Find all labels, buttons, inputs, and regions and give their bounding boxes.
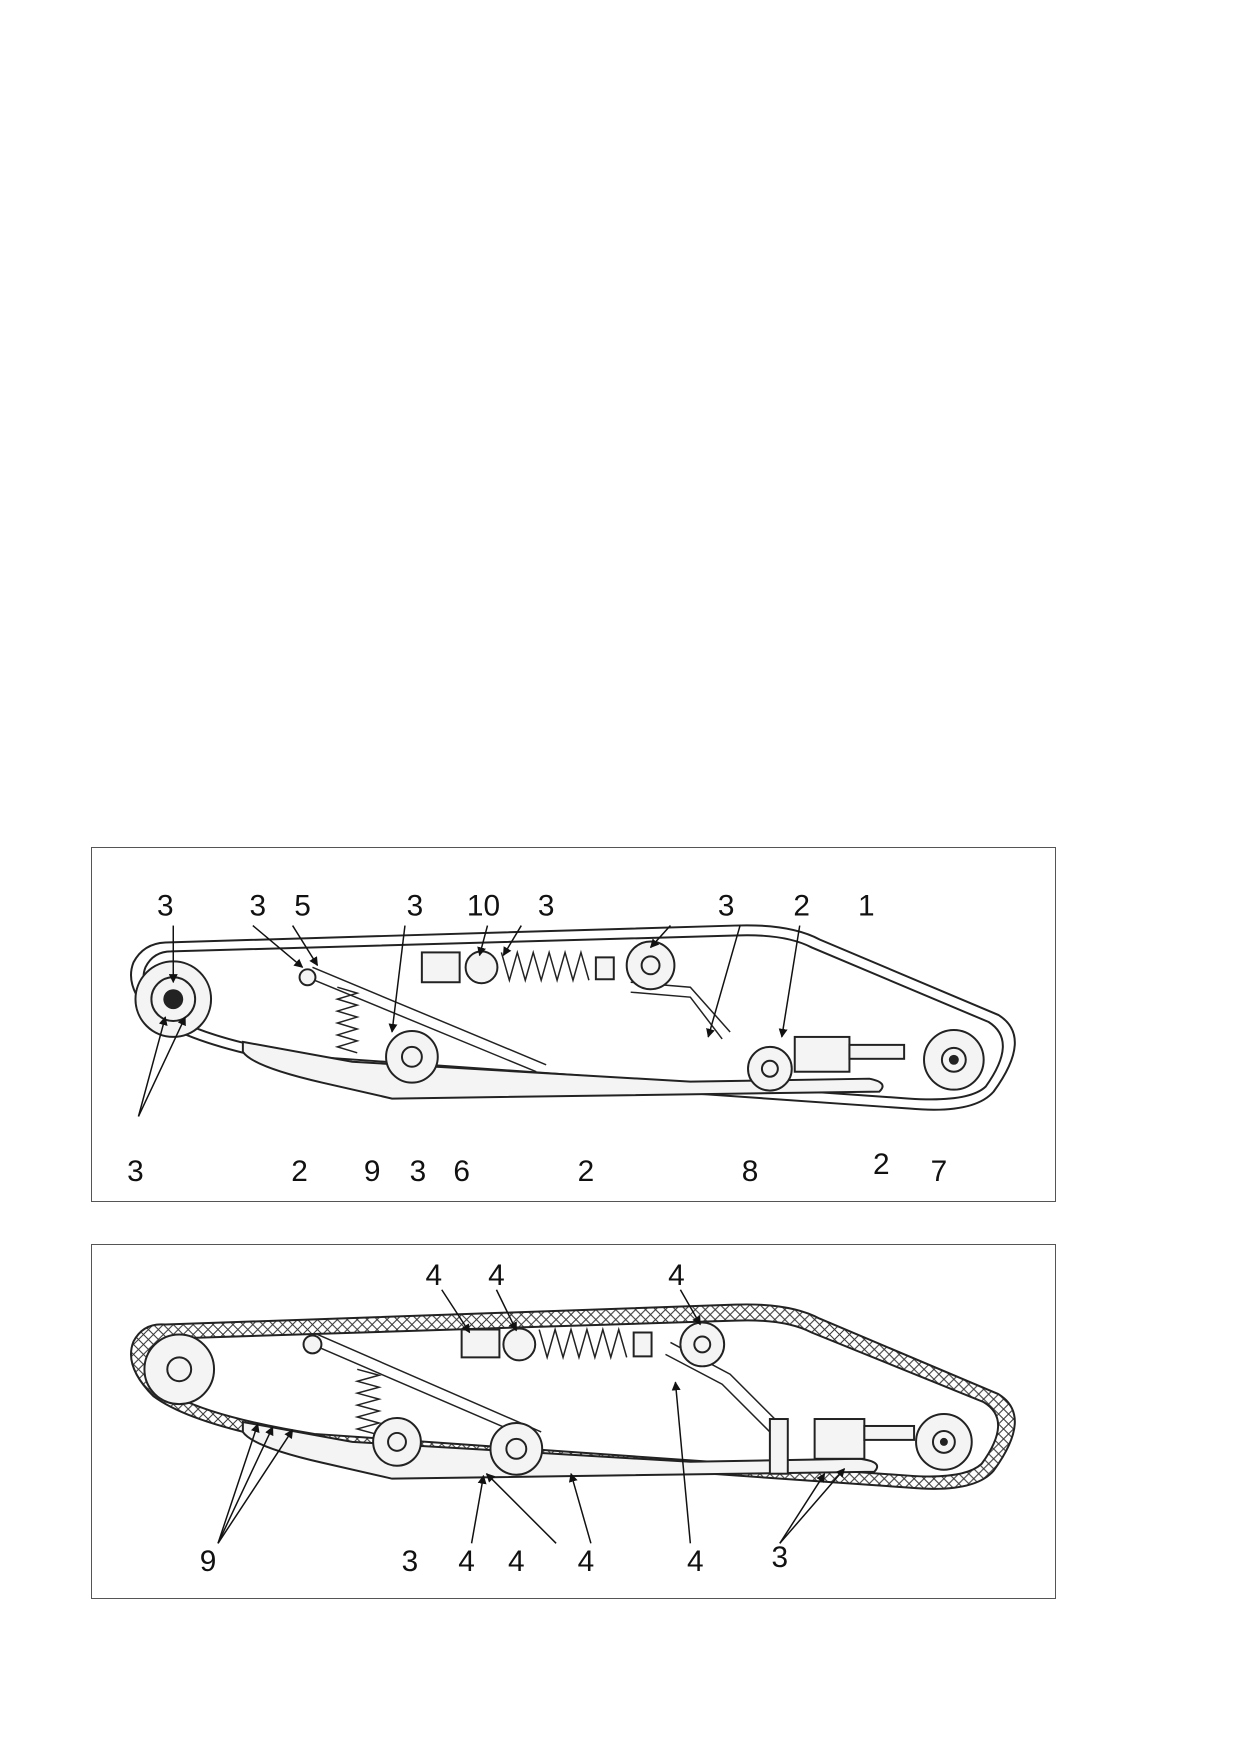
track-inner-outline [142, 934, 1004, 1101]
bogie-wheel-rear [372, 1417, 422, 1467]
bogie-wheel-front [747, 1045, 793, 1092]
bottom-callout-6: 4 [458, 1545, 475, 1578]
top-callout-11: 2 [291, 1155, 308, 1188]
bottom-callout-10: 3 [772, 1541, 789, 1574]
bottom-callout-1: 4 [425, 1259, 442, 1292]
bottom-callout-2: 4 [488, 1259, 505, 1292]
front-bracket [813, 1418, 866, 1460]
top-callout-2: 3 [249, 890, 266, 923]
top-callout-1: 3 [157, 890, 174, 923]
rear-arm-pivot [298, 968, 317, 987]
rear-shock-spring [354, 1368, 382, 1436]
front-idler-wheel [915, 1413, 973, 1471]
front-rod [848, 1043, 906, 1060]
top-callout-3: 5 [294, 890, 311, 923]
bottom-callout-8: 4 [578, 1545, 595, 1578]
top-leader-lines [137, 924, 801, 1117]
top-callout-16: 8 [742, 1155, 759, 1188]
bottom-leader-lines [217, 1289, 846, 1544]
top-callout-5: 10 [467, 890, 500, 923]
rear-idler-wheel [143, 1333, 216, 1406]
rear-arm-pivot [302, 1334, 323, 1355]
top-callout-6: 3 [538, 890, 555, 923]
top-callout-15: 2 [578, 1155, 595, 1188]
bottom-callout-3: 4 [668, 1259, 685, 1292]
rear-arm [302, 966, 547, 1073]
top-callout-12: 9 [364, 1155, 381, 1188]
bottom-diagram-svg: 4 4 4 9 3 4 4 4 4 3 [130, 1259, 1016, 1578]
front-shock [420, 949, 615, 985]
top-callout-14: 6 [453, 1155, 470, 1188]
bottom-callout-5: 3 [402, 1545, 419, 1578]
top-callout-7: 3 [718, 890, 735, 923]
top-callout-17: 2 [873, 1148, 890, 1181]
bogie-wheel-rear [385, 1029, 439, 1084]
top-callout-13: 3 [410, 1155, 427, 1188]
track-outline [130, 924, 1016, 1111]
front-rod [863, 1424, 916, 1441]
front-idler-wheel [923, 1028, 985, 1091]
rear-shock-spring [334, 986, 360, 1054]
top-suspension-diagram: 3 3 5 3 10 3 3 2 1 3 2 9 3 6 2 8 2 7 [91, 847, 1056, 1202]
bottom-callout-9: 4 [687, 1545, 704, 1578]
bogie-wheel-center [489, 1421, 544, 1476]
bottom-callout-4: 9 [200, 1545, 217, 1578]
top-callout-18: 7 [931, 1155, 948, 1188]
bogie-wheel-mid [625, 940, 676, 991]
rear-arm [307, 1333, 542, 1440]
front-arm-link [768, 1418, 789, 1475]
top-callout-9: 1 [858, 890, 875, 923]
slide-rail [241, 1040, 884, 1100]
top-callout-4: 3 [407, 890, 424, 923]
top-callout-8: 2 [793, 890, 810, 923]
bottom-callout-7: 4 [508, 1545, 525, 1578]
top-diagram-svg: 3 3 5 3 10 3 3 2 1 3 2 9 3 6 2 8 2 7 [127, 890, 1016, 1188]
front-bracket [793, 1035, 851, 1073]
front-shock [460, 1326, 653, 1362]
bottom-suspension-diagram: 4 4 4 9 3 4 4 4 4 3 [91, 1244, 1056, 1599]
bogie-wheel-upper [679, 1321, 726, 1368]
top-callout-10: 3 [127, 1155, 144, 1188]
